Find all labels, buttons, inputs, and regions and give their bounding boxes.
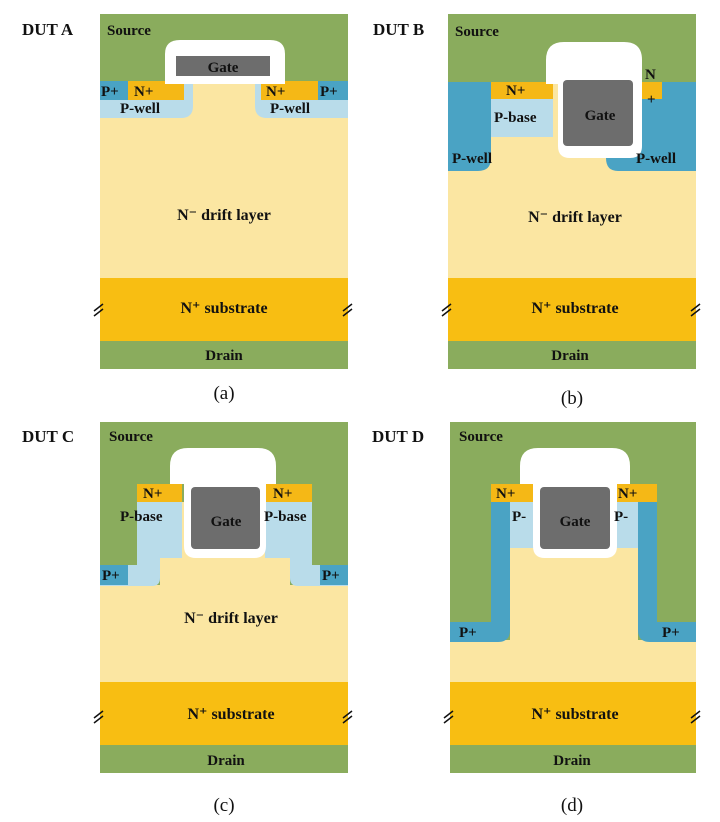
drain-metal: [448, 341, 696, 369]
right-p-plus-label: P+: [662, 625, 680, 641]
drift-layer: [450, 640, 696, 682]
left-p-minus-label: P-: [512, 509, 526, 525]
left-p-plus: [100, 565, 128, 585]
left-p-minus: [510, 500, 536, 548]
dut-label: DUT B: [373, 20, 424, 39]
source-label: Source: [455, 24, 499, 40]
left-n-plus: [491, 484, 536, 502]
source-label: Source: [109, 429, 153, 445]
caption: (d): [561, 795, 583, 816]
left-n-plus: [128, 81, 184, 100]
drift-label: N⁻ drift layer: [528, 209, 622, 226]
p-base: [491, 97, 553, 137]
right-n-plus-label: N+: [266, 84, 285, 100]
break-mark-right: [690, 303, 701, 317]
break-mark-right: [690, 710, 701, 724]
substrate-label: N⁺ substrate: [531, 300, 618, 317]
substrate-layer: [450, 682, 696, 745]
drain-label: Drain: [207, 753, 245, 769]
caption: (b): [561, 388, 583, 409]
break-mark-left: [441, 303, 452, 317]
break-mark-left: [443, 710, 454, 724]
right-n-plus-label-top: N: [645, 67, 656, 83]
break-mark-right: [342, 303, 353, 317]
dut-label: DUT D: [372, 427, 424, 446]
left-n-plus-label: N+: [506, 83, 525, 99]
substrate-layer: [100, 682, 348, 745]
right-p-base: [265, 500, 348, 586]
caption: (a): [213, 383, 234, 404]
drain-label: Drain: [205, 348, 243, 364]
right-p-plus-label: P+: [320, 84, 338, 100]
gate-label: Gate: [211, 514, 242, 530]
substrate-label: N⁺ substrate: [531, 706, 618, 723]
right-p-plus: [638, 500, 696, 642]
p-base-label: P-base: [494, 110, 537, 126]
dut-label: DUT C: [22, 427, 74, 446]
panel-dut-c: DUT C Source Gate N+ N+ P-base P-base P+…: [22, 422, 353, 816]
panel-dut-d: DUT D Source Gate N+ N+ P- P- P+ P+ N⁺ s…: [372, 422, 701, 816]
right-n-plus-label-bottom: +: [647, 92, 656, 108]
dut-label: DUT A: [22, 20, 74, 39]
left-p-base-label: P-base: [120, 509, 163, 525]
left-n-plus-label: N+: [496, 486, 515, 502]
source-label: Source: [107, 23, 151, 39]
left-p-well-label: P-well: [452, 151, 492, 167]
right-n-plus: [639, 82, 662, 99]
right-n-plus-label: N+: [273, 486, 292, 502]
right-n-plus-label: N+: [618, 486, 637, 502]
drain-label: Drain: [551, 348, 589, 364]
left-p-plus: [450, 500, 510, 642]
right-n-plus: [265, 484, 312, 502]
drift-label: N⁻ drift layer: [177, 207, 271, 224]
right-p-base-label: P-base: [264, 509, 307, 525]
substrate-layer: [100, 278, 348, 341]
left-p-well-label: P-well: [120, 101, 160, 117]
right-n-plus: [612, 484, 657, 502]
substrate-layer: [448, 278, 696, 341]
substrate-label: N⁺ substrate: [180, 300, 267, 317]
source-label: Source: [459, 429, 503, 445]
right-p-minus-label: P-: [614, 509, 628, 525]
left-p-plus-label: P+: [101, 84, 119, 100]
right-p-well-label: P-well: [270, 101, 310, 117]
break-mark-right: [342, 710, 353, 724]
panel-dut-b: DUT B Source Gate N+ N + P-base P-well P…: [373, 14, 701, 409]
left-p-plus: [100, 81, 128, 100]
gate-electrode: [540, 487, 610, 549]
left-p-well: [448, 82, 491, 171]
left-p-base: [100, 500, 182, 586]
right-p-plus-label: P+: [322, 568, 340, 584]
left-p-plus-label: P+: [102, 568, 120, 584]
left-n-plus-label: N+: [143, 486, 162, 502]
right-p-plus: [318, 81, 348, 100]
left-n-plus: [137, 484, 182, 502]
right-p-well: [606, 82, 696, 171]
drain-metal: [100, 745, 348, 773]
left-n-plus-label: N+: [134, 84, 153, 100]
left-n-plus: [491, 82, 553, 99]
substrate-label: N⁺ substrate: [187, 706, 274, 723]
drain-metal: [450, 745, 696, 773]
gate-electrode: [563, 80, 633, 146]
drift-label: N⁻ drift layer: [184, 610, 278, 627]
gate-label: Gate: [560, 514, 591, 530]
break-mark-left: [93, 303, 104, 317]
break-mark-left: [93, 710, 104, 724]
drain-label: Drain: [553, 753, 591, 769]
gate-electrode: [176, 56, 270, 76]
gate-electrode: [191, 487, 260, 549]
drift-layer: [100, 585, 348, 682]
right-p-well-label: P-well: [636, 151, 676, 167]
drain-metal: [100, 341, 348, 369]
right-p-plus: [320, 565, 348, 585]
right-n-plus: [261, 81, 318, 100]
gate-label: Gate: [208, 60, 239, 76]
caption: (c): [213, 795, 234, 816]
gate-label: Gate: [585, 108, 616, 124]
left-p-plus-label: P+: [459, 625, 477, 641]
panel-dut-a: DUT A Source Gate P+ N+ N+ P+ P-well P-w…: [22, 14, 353, 404]
